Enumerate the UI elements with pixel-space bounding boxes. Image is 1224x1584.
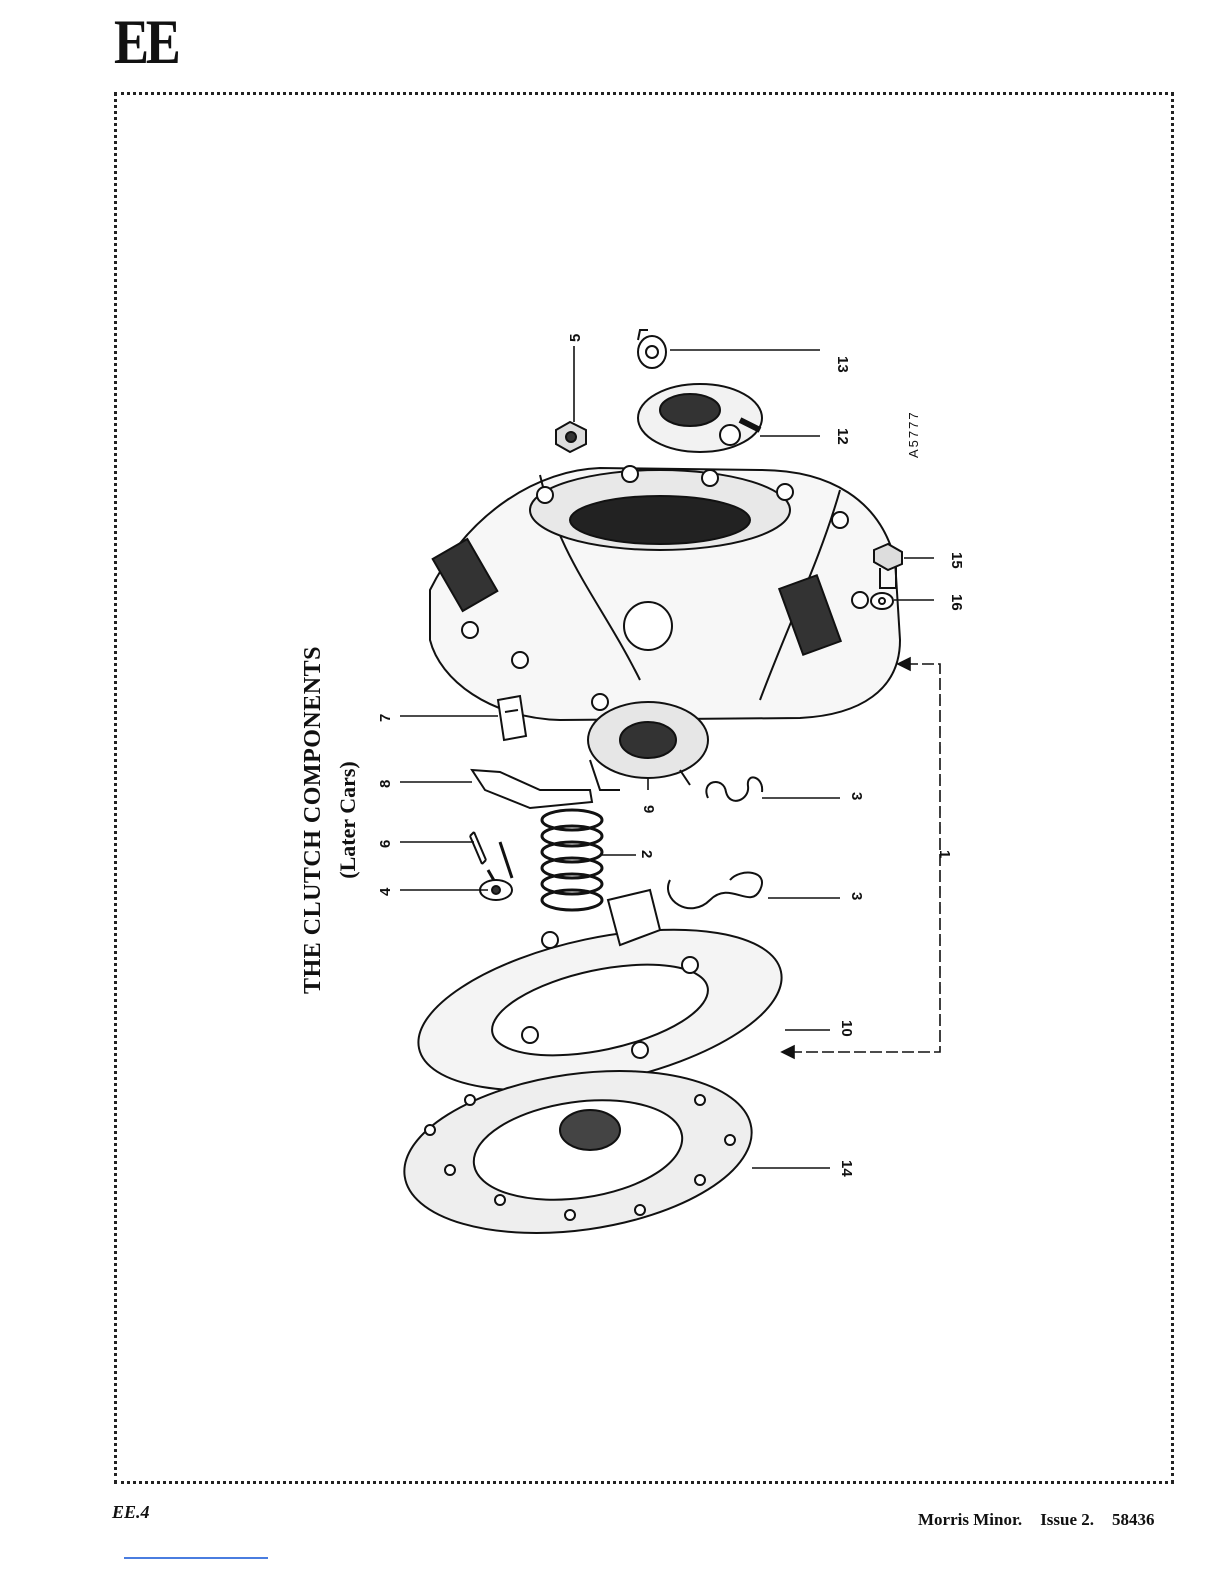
lever-drawing [472, 770, 592, 808]
retainer-drawing [638, 330, 666, 368]
callout-12: 12 [834, 428, 851, 445]
callout-16: 16 [948, 594, 965, 611]
eyebolt-drawing [480, 842, 512, 900]
pin-drawing [470, 832, 486, 864]
figure-title: THE CLUTCH COMPONENTS [300, 610, 327, 1030]
figure-subtitle: (Later Cars) [335, 610, 361, 1030]
nut-drawing [556, 422, 586, 452]
callout-15: 15 [948, 552, 965, 569]
anti-rattle-spring-lower-drawing [668, 873, 762, 909]
anti-rattle-spring-drawing [706, 777, 762, 800]
footer-issue: Issue 2. [1040, 1510, 1094, 1529]
callout-5: 5 [567, 334, 584, 342]
callout-3-lower: 3 [848, 892, 865, 900]
washer-drawing [871, 593, 893, 609]
callout-3-upper: 3 [848, 792, 865, 800]
link-underline [124, 1557, 268, 1559]
clutch-cover-drawing [430, 466, 900, 720]
callout-10: 10 [838, 1020, 855, 1037]
footer-vehicle: Morris Minor. [918, 1510, 1022, 1529]
driven-plate-drawing [394, 1050, 762, 1253]
callout-2: 2 [638, 850, 655, 858]
callout-14: 14 [838, 1160, 855, 1177]
release-plate-drawing [588, 702, 708, 790]
footer-reference: 58436 [1112, 1510, 1155, 1529]
thrust-spring-drawing [542, 810, 602, 910]
page-footer: Morris Minor. Issue 2. 58436 [918, 1510, 1155, 1530]
page-number: EE.4 [112, 1502, 150, 1523]
release-bearing-drawing [638, 384, 762, 452]
plate-drawing [498, 696, 526, 740]
callout-9: 9 [640, 805, 657, 813]
drawing-reference: A5777 [906, 410, 921, 458]
callout-1: 1 [936, 850, 953, 858]
figure-title-block: THE CLUTCH COMPONENTS (Later Cars) [300, 610, 420, 1030]
callout-13: 13 [834, 356, 851, 373]
